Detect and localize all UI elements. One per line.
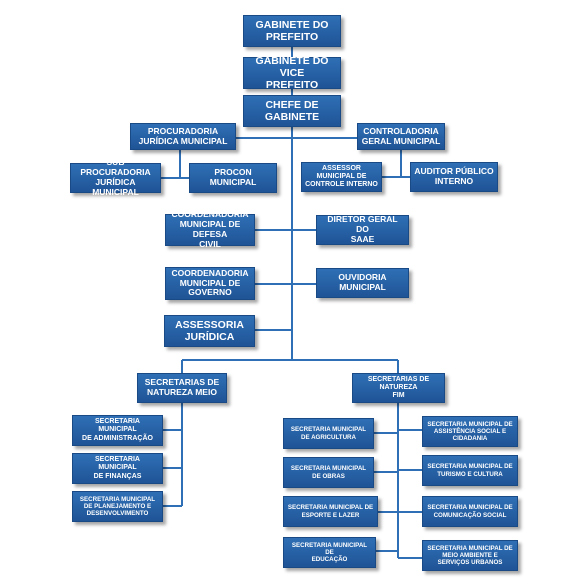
ouvidoria-box: OUVIDORIA MUNICIPAL [316,268,409,298]
procon-box: PROCON MUNICIPAL [189,163,277,193]
secretaria-educacao-box: SECRETARIA MUNICIPAL DE EDUCAÇÃO [283,537,376,568]
secretaria-meio-ambiente-box: SECRETARIA MUNICIPAL DE MEIO AMBIENTE E … [422,540,518,571]
gabinete-prefeito-box: GABINETE DO PREFEITO [243,15,341,47]
gabinete-vice-prefeito-box: GABINETE DO VICE PREFEITO [243,55,341,91]
secretarias-natureza-fim-box: SECRETARIAS DE NATUREZA FIM [352,373,445,403]
coordenadoria-governo-box: COORDENADORIA MUNICIPAL DE GOVERNO [165,267,255,300]
secretarias-natureza-meio-box: SECRETARIAS DE NATUREZA MEIO [137,373,227,403]
secretaria-planejamento-box: SECRETARIA MUNICIPAL DE PLANEJAMENTO E D… [72,491,163,522]
secretaria-agricultura-box: SECRETARIA MUNICIPAL DE AGRICULTURA [283,418,374,449]
secretaria-assistencia-social-box: SECRETARIA MUNICIPAL DE ASSISTÊNCIA SOCI… [422,416,518,447]
procuradoria-box: PROCURADORIA JURÍDICA MUNICIPAL [130,123,236,150]
controladoria-box: CONTROLADORIA GERAL MUNICIPAL [357,123,445,150]
secretaria-comunicacao-social-box: SECRETARIA MUNICIPAL DE COMUNICAÇÃO SOCI… [422,496,518,527]
chefe-gabinete-box: CHEFE DE GABINETE [243,95,341,127]
secretaria-turismo-cultura-box: SECRETARIA MUNICIPAL DE TURISMO E CULTUR… [422,455,518,486]
assessoria-juridica-box: ASSESSORIA JURÍDICA [164,315,255,347]
assessor-controle-box: ASSESSOR MUNICIPAL DE CONTROLE INTERNO [301,162,382,192]
secretaria-esporte-lazer-box: SECRETARIA MUNICIPAL DE ESPORTE E LAZER [283,496,378,527]
defesa-civil-box: COORDENADORIA MUNICIPAL DE DEFESA CIVIL [165,210,255,249]
auditor-box: AUDITOR PÚBLICO INTERNO [410,162,498,192]
secretaria-administracao-box: SECRETARIA MUNICIPAL DE ADMINISTRAÇÃO [72,415,163,446]
diretor-saae-box: DIRETOR GERAL DO SAAE [316,214,409,245]
sub-procuradoria-box: SUB PROCURADORIA JURÍDICA MUNICIPAL [70,158,161,197]
secretaria-obras-box: SECRETARIA MUNICIPAL DE OBRAS [283,457,374,488]
secretaria-financas-box: SECRETARIA MUNICIPAL DE FINANÇAS [72,453,163,484]
